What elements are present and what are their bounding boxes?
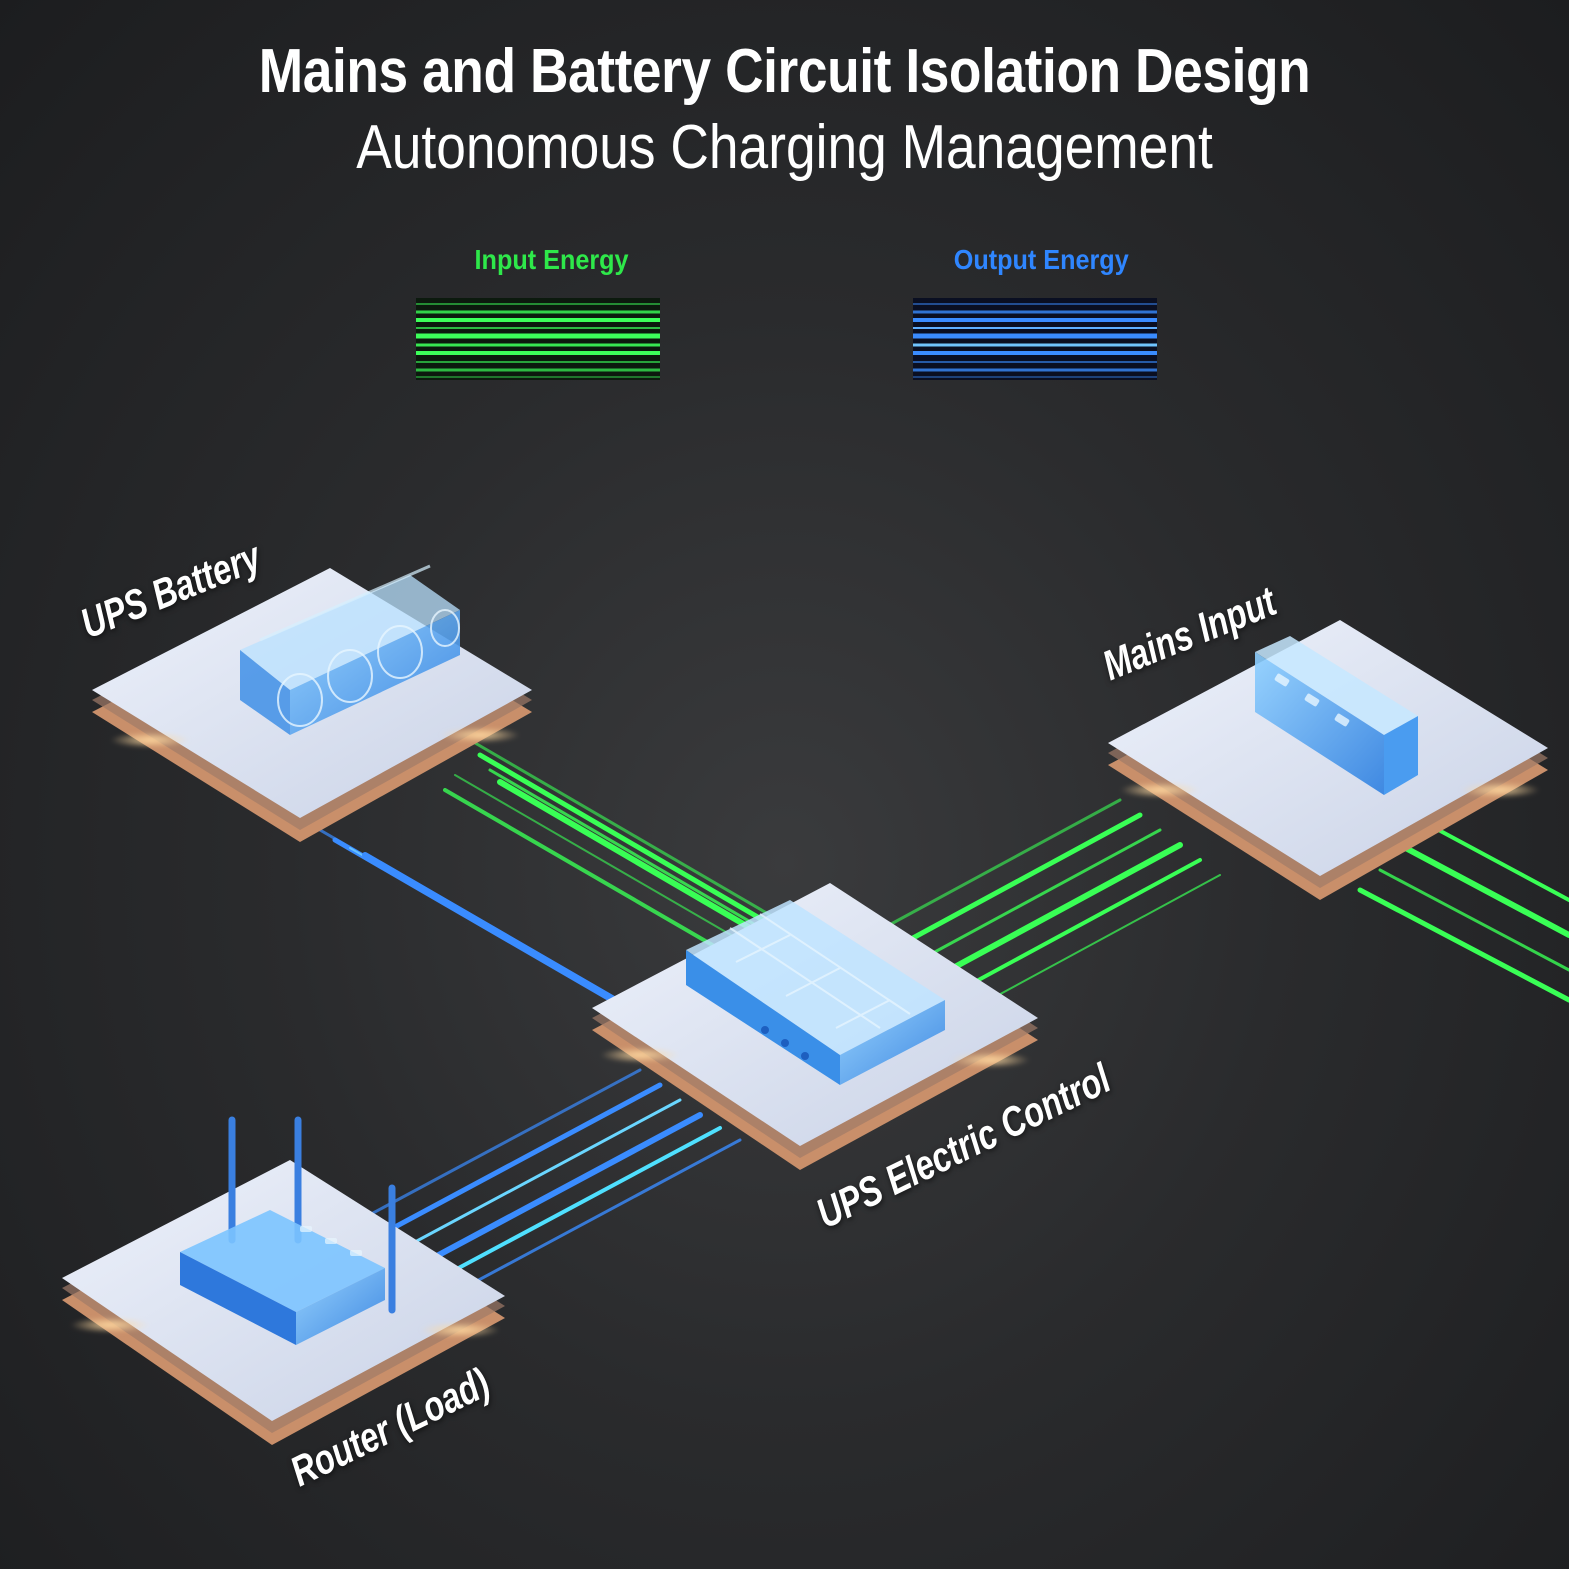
legend-output-swatch (913, 298, 1157, 380)
legend-input-label: Input Energy (474, 244, 629, 275)
page-subtitle: Autonomous Charging Management (356, 113, 1213, 182)
power-adapter-icon (1255, 636, 1418, 795)
page-title: Mains and Battery Circuit Isolation Desi… (258, 37, 1311, 106)
ups-control-box-icon (686, 900, 945, 1085)
battery-pack-icon (240, 564, 460, 735)
beam-mains-offscreen-green (1357, 818, 1569, 1003)
beam-mains-to-control-green (878, 798, 1221, 1006)
legend-input-swatch (416, 298, 660, 380)
legend-output-label: Output Energy (953, 244, 1129, 275)
beam-control-to-router-blue (358, 1068, 742, 1292)
router-icon (180, 1116, 396, 1345)
